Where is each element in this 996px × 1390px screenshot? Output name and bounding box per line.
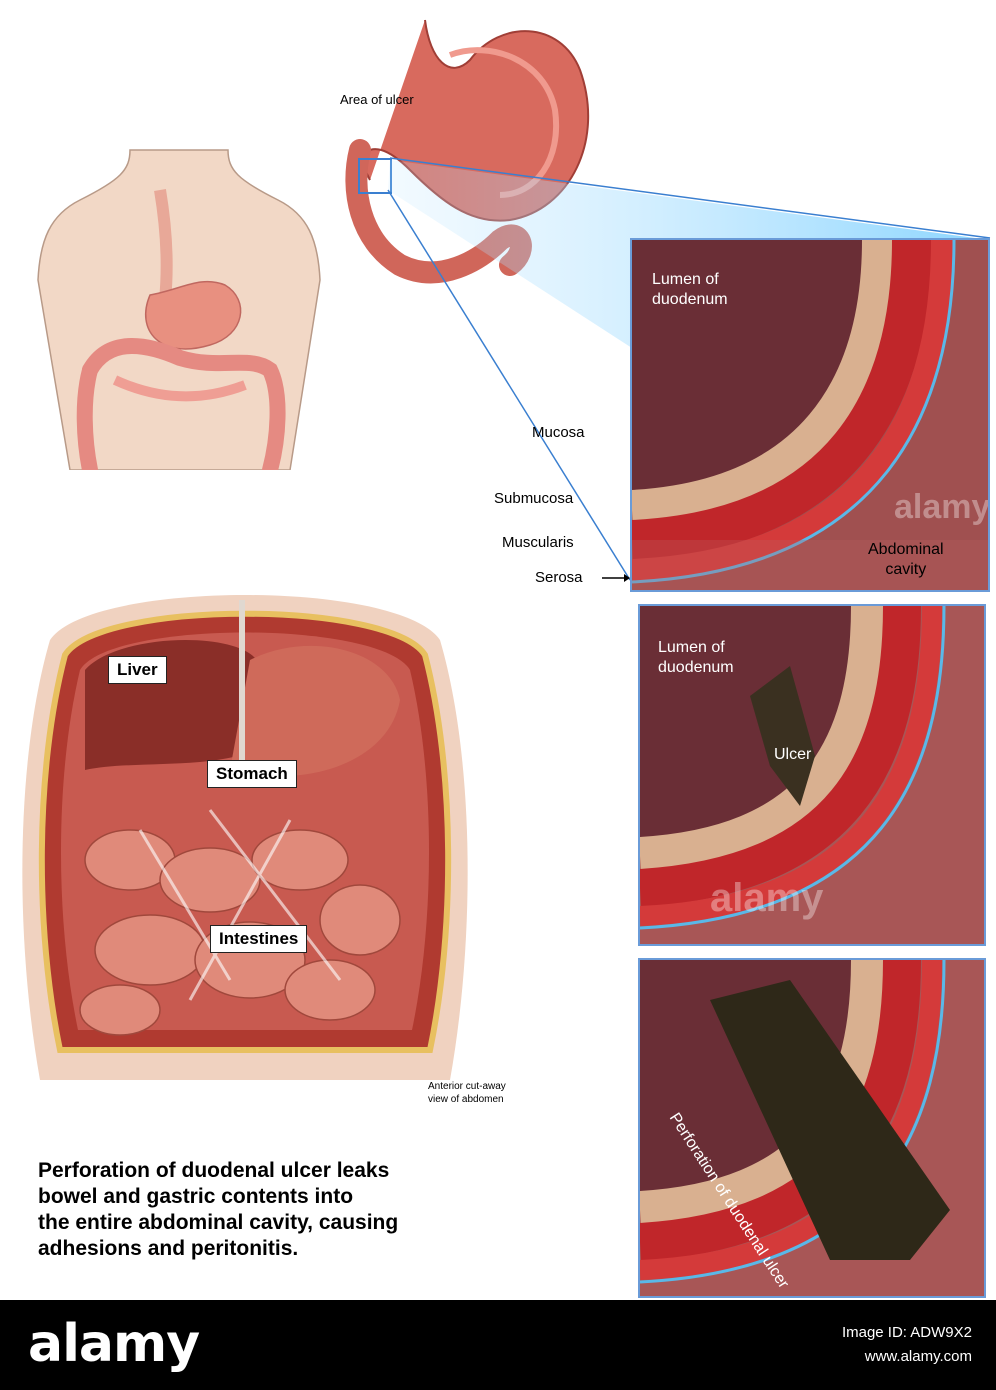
perforation-panel: Perforation of duodenal ulcer xyxy=(638,958,986,1298)
ulcer-label: Ulcer xyxy=(774,746,812,763)
ulcer-illustration xyxy=(640,606,984,944)
main-caption-line3: the entire abdominal cavity, causing xyxy=(38,1211,399,1234)
main-caption-line4: adhesions and peritonitis. xyxy=(38,1237,299,1260)
site-url: www.alamy.com xyxy=(864,1348,972,1365)
intestines-label: Intestines xyxy=(210,925,308,953)
duodenum-wall-panel: Lumen of duodenum Abdominal cavity alamy xyxy=(630,238,990,592)
mucosa-label: Mucosa xyxy=(532,424,585,441)
footer-bar: alamy Image ID: ADW9X2 www.alamy.com xyxy=(0,1300,996,1390)
abdomen-caption-line2: view of abdomen xyxy=(428,1094,504,1105)
watermark: alamy xyxy=(710,876,824,920)
area-of-ulcer-label: Area of ulcer xyxy=(340,92,414,107)
abdominal-cavity-label: Abdominal cavity xyxy=(868,540,944,580)
perforation-illustration xyxy=(640,960,984,1296)
lumen-label-line2: duodenum xyxy=(652,291,728,308)
abdomen-caption: Anterior cut-away view of abdomen xyxy=(428,1080,506,1106)
serosa-arrow-icon xyxy=(602,574,630,582)
abdomen-caption-line1: Anterior cut-away xyxy=(428,1081,506,1092)
abdominal-label-line2: cavity xyxy=(885,561,927,578)
image-id: Image ID: ADW9X2 xyxy=(841,1324,972,1341)
lumen-label: Lumen of duodenum xyxy=(658,638,734,678)
torso-illustration xyxy=(37,149,321,470)
lumen-label-line1: Lumen of xyxy=(658,639,725,656)
stomach-label: Stomach xyxy=(207,760,297,788)
abdomen-illustration xyxy=(22,595,468,1080)
ulcer-panel: Lumen of duodenum Ulcer alamy xyxy=(638,604,986,946)
main-caption: Perforation of duodenal ulcer leaks bowe… xyxy=(38,1158,398,1262)
watermark: alamy xyxy=(894,488,990,526)
submucosa-label: Submucosa xyxy=(494,490,574,507)
brand-logo: alamy xyxy=(28,1314,200,1374)
main-caption-line1: Perforation of duodenal ulcer leaks xyxy=(38,1159,390,1182)
lumen-label: Lumen of duodenum xyxy=(652,270,728,310)
duodenum-wall-illustration xyxy=(632,240,988,590)
main-caption-line2: bowel and gastric contents into xyxy=(38,1185,354,1208)
muscularis-label: Muscularis xyxy=(502,534,574,551)
liver-label: Liver xyxy=(108,656,167,684)
abdominal-label-line1: Abdominal xyxy=(868,541,944,558)
lumen-label-line2: duodenum xyxy=(658,659,734,676)
lumen-label-line1: Lumen of xyxy=(652,271,719,288)
serosa-label: Serosa xyxy=(535,569,583,586)
